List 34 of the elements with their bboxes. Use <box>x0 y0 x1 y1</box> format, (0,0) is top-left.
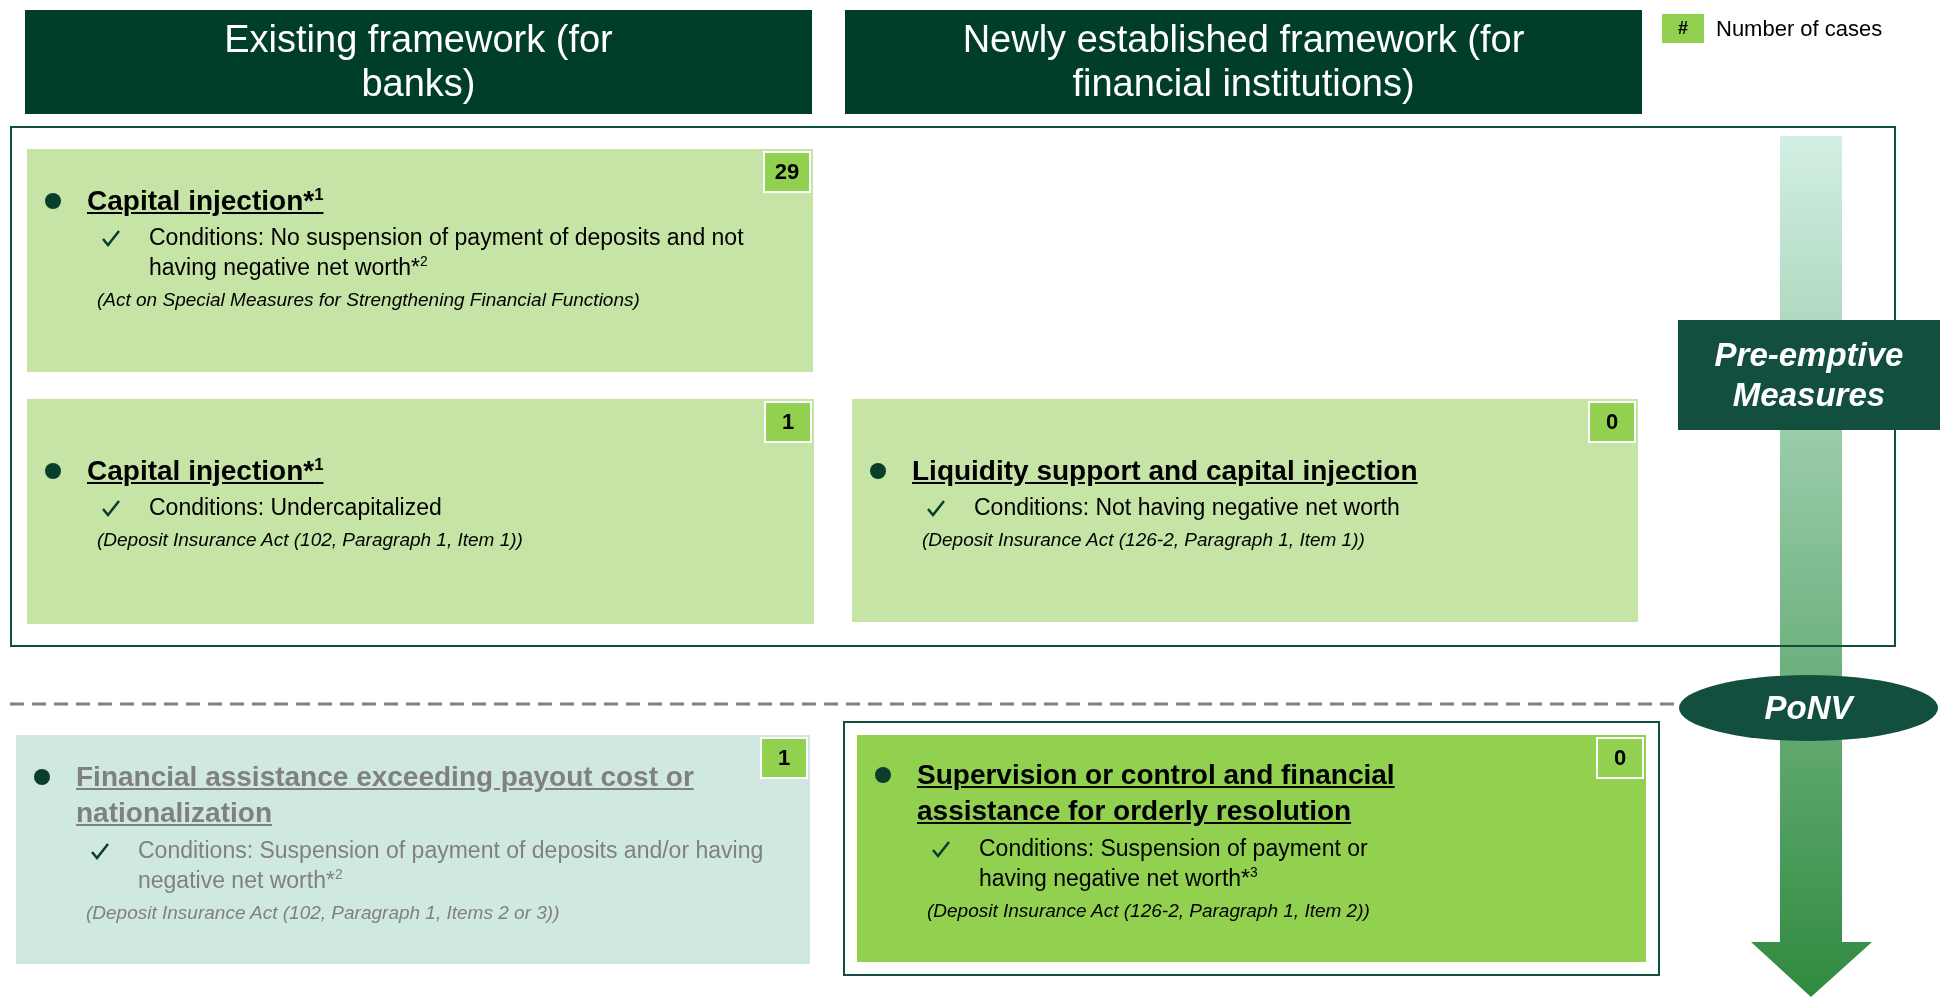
condition-text: Conditions: No suspension of payment of deposits and not having negative net worth*$^{2}$ <box>149 223 745 283</box>
legal-basis-text: (Deposit Insurance Act (102, Paragraph 1, Items 2 or 3)) <box>86 901 560 923</box>
measure-title: Liquidity support and capital injection <box>912 454 1418 488</box>
measure-title: Capital injection*$^{1}$ <box>87 453 324 488</box>
measure-box <box>27 399 814 624</box>
measure-box <box>27 149 813 372</box>
measure-box <box>852 399 1638 622</box>
legal-basis-text: (Deposit Insurance Act (126-2, Paragraph 1, Item 1)) <box>922 529 1365 551</box>
condition-text: Conditions: Suspension of payment of deposits and/or having negative net worth*$^{2}$ <box>138 835 765 895</box>
measure-box <box>16 735 810 964</box>
measure-title: Capital injection*$^{1}$ <box>87 183 324 218</box>
case-count-badge: 1 <box>760 737 808 779</box>
legend-text: Number of cases <box>1716 16 1883 42</box>
legal-basis-text: (Deposit Insurance Act (126-2, Paragraph 1, Item 2)) <box>927 899 1370 921</box>
case-count-badge: 29 <box>763 151 811 193</box>
case-count-badge: 1 <box>764 401 812 443</box>
condition-text: Conditions: Undercapitalized <box>149 493 442 523</box>
measure-title: Supervision or control and financial assistance for orderly resolution <box>917 758 1396 829</box>
stage-text: PoNV <box>1764 688 1853 728</box>
header-text: Existing framework (for banks) <box>223 18 614 106</box>
header-text: Newly established framework (for financial institutions) <box>961 18 1526 106</box>
legend-swatch: # <box>1660 12 1706 45</box>
stage-label <box>1678 320 1940 430</box>
stage-text: Pre-emptive Measures <box>1713 335 1905 415</box>
case-count-badge: 0 <box>1588 401 1636 443</box>
condition-text: Conditions: Suspension of payment or having negative net worth*$^{3}$ <box>979 833 1369 893</box>
column-header <box>845 10 1642 114</box>
legal-basis-text: (Act on Special Measures for Strengthening Financial Functions) <box>97 289 640 311</box>
case-count-badge: 0 <box>1596 737 1644 779</box>
condition-text: Conditions: Not having negative net worth <box>974 493 1400 523</box>
measure-box <box>843 721 1660 976</box>
legal-basis-text: (Deposit Insurance Act (102, Paragraph 1, Item 1)) <box>97 529 523 551</box>
measure-title: Financial assistance exceeding payout cost or nationalization <box>76 760 695 831</box>
column-header <box>25 10 812 114</box>
